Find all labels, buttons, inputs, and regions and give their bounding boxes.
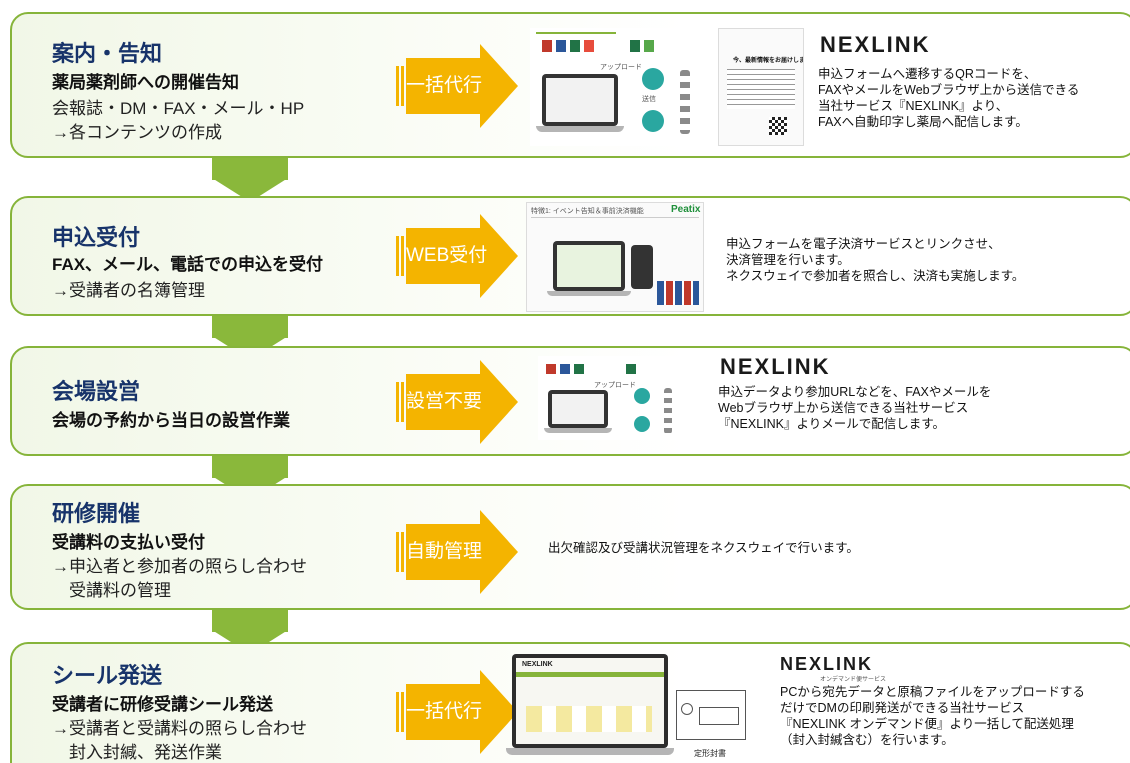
upload-caption: アップロード xyxy=(594,382,636,389)
arrow-head xyxy=(480,670,518,754)
fax-icon xyxy=(634,388,650,404)
action-label: 自動管理 xyxy=(406,541,483,562)
action-label: 一括代行 xyxy=(406,75,483,96)
step-row-venue: 会場設営 会場の予約から当日の設営作業 設営不要 アップロード NEXLINK … xyxy=(10,346,1130,456)
arrow-head xyxy=(480,360,518,444)
recipients-icon xyxy=(680,70,690,134)
workflow-illustration: アップロード xyxy=(538,356,686,440)
upload-caption: アップロード xyxy=(600,64,642,71)
step-subtitle: 受講者に研修受講シール発送 xyxy=(52,695,273,714)
arrow-body xyxy=(406,58,482,114)
step-detail-line: 会報誌・DM・FAX・メール・HP xyxy=(52,99,305,118)
fax-icon xyxy=(642,68,664,90)
step-detail-line: →受講者と受講料の照らし合わせ xyxy=(52,719,307,738)
arrow-bars xyxy=(396,66,404,106)
step-subtitle: 薬局薬剤師への開催告知 xyxy=(52,73,239,92)
arrow-body xyxy=(406,374,482,430)
step-description: PCから宛先データと原稿ファイルをアップロードするだけでDMの印刷発送ができる当… xyxy=(780,685,1085,747)
mail-icon xyxy=(634,416,650,432)
step-title: 案内・告知 xyxy=(52,41,163,66)
laptop-icon xyxy=(548,390,608,428)
step-row-training: 研修開催 受講料の支払い受付 →申込者と参加者の照らし合わせ 受講料の管理 自動… xyxy=(10,484,1130,610)
arrow-head xyxy=(480,44,518,128)
action-arrow: 自動管理 xyxy=(396,510,518,594)
recipients-icon xyxy=(664,388,672,434)
mail-icon xyxy=(642,110,664,132)
step-subtitle: 受講料の支払い受付 xyxy=(52,533,205,552)
arrow-head xyxy=(480,510,518,594)
step-row-seal-shipping: シール発送 受講者に研修受講シール発送 →受講者と受講料の照らし合わせ 封入封緘… xyxy=(10,642,1130,763)
send-caption: 送信 xyxy=(642,96,656,103)
step-subtitle: 会場の予約から当日の設営作業 xyxy=(52,411,290,430)
step-row-announcement: 案内・告知 薬局薬剤師への開催告知 会報誌・DM・FAX・メール・HP →各コン… xyxy=(10,12,1130,158)
step-detail-line: →各コンテンツの作成 xyxy=(52,123,222,142)
arrow-body xyxy=(406,684,482,740)
step-title: 研修開催 xyxy=(52,501,141,526)
step-title: 会場設営 xyxy=(52,379,141,404)
arrow-bars xyxy=(396,532,404,572)
laptop-icon: NEXLINK xyxy=(512,654,668,748)
workflow-illustration: アップロード 送信 xyxy=(530,28,710,146)
envelope-icon xyxy=(676,690,746,740)
laptop-icon xyxy=(542,74,618,126)
action-label: WEB受付 xyxy=(406,245,488,266)
action-arrow: 一括代行 xyxy=(396,44,518,128)
nexlink-logo: NEXLINK xyxy=(720,354,831,379)
action-label: 一括代行 xyxy=(406,701,483,722)
step-description: 出欠確認及び受講状況管理をネクスウェイで行います。 xyxy=(548,541,859,555)
nexlink-service-caption: オンデマンド便サービス xyxy=(820,677,887,683)
action-arrow: 一括代行 xyxy=(396,670,518,754)
action-arrow: WEB受付 xyxy=(396,214,518,298)
step-detail-line: →受講者の名簿管理 xyxy=(52,281,205,300)
step-description: 申込フォームへ遷移するQRコードを、FAXやメールをWebブラウザ上から送信でき… xyxy=(818,67,1080,129)
fax-doc-headline: 今、最新情報をお届けします！ xyxy=(733,58,804,64)
step-detail-line: 封入封緘、発送作業 xyxy=(52,743,222,762)
nexlink-logo: NEXLINK xyxy=(820,32,931,57)
step-row-registration: 申込受付 FAX、メール、電話での申込を受付 →受講者の名簿管理 WEB受付 特… xyxy=(10,196,1130,316)
step-title: 申込受付 xyxy=(52,225,141,250)
phone-icon xyxy=(631,245,653,289)
nexlink-logo: NEXLINK xyxy=(780,654,874,674)
nexlink-screen-logo: NEXLINK xyxy=(522,661,553,668)
arrow-head xyxy=(480,214,518,298)
peatix-feature-caption: 特徴1: イベント告知＆事前決済機能 xyxy=(531,208,644,215)
step-title: シール発送 xyxy=(52,663,163,688)
arrow-body xyxy=(406,524,482,580)
peatix-screenshot: 特徴1: イベント告知＆事前決済機能 Peatix xyxy=(526,202,704,312)
arrow-body xyxy=(406,228,482,284)
envelope-caption: 定形封書 xyxy=(694,749,726,758)
action-label: 設営不要 xyxy=(406,391,483,412)
step-subtitle: FAX、メール、電話での申込を受付 xyxy=(52,255,324,274)
qr-code-icon xyxy=(769,117,787,135)
payment-logos xyxy=(657,281,699,305)
laptop-icon xyxy=(553,241,625,291)
arrow-bars xyxy=(396,692,404,732)
step-detail-line: →申込者と参加者の照らし合わせ xyxy=(52,557,307,576)
step-description: 申込フォームを電子決済サービスとリンクさせ、決済管理を行います。ネクスウェイで参… xyxy=(726,237,1025,283)
peatix-logo: Peatix xyxy=(671,204,701,215)
action-arrow: 設営不要 xyxy=(396,360,518,444)
fax-document-thumbnail: 今、最新情報をお届けします！ xyxy=(718,28,804,146)
step-detail-line: 受講料の管理 xyxy=(52,581,171,600)
arrow-bars xyxy=(396,236,404,276)
arrow-bars xyxy=(396,382,404,422)
